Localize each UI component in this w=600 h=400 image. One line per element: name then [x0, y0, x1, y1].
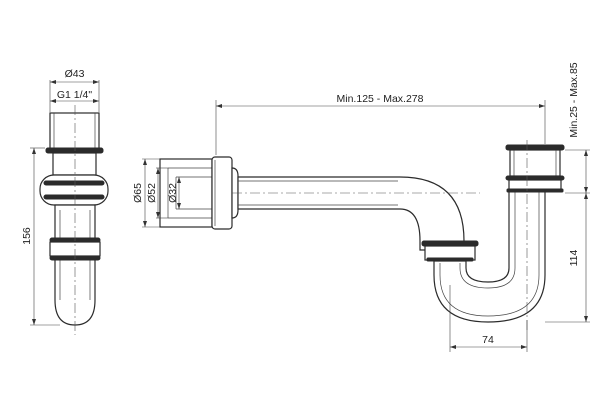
- wall-dimensions: Ø65 Ø52 Ø32: [132, 158, 181, 228]
- side-view: [39, 105, 109, 335]
- side-dimensions: Ø43 G1 1/4" 156: [21, 68, 100, 326]
- siphon-front-view: [232, 140, 565, 330]
- side-rosette: [39, 174, 109, 206]
- dim-vertical-range: Min.25 - Max.85: [568, 62, 580, 137]
- side-top-nut: [49, 112, 100, 150]
- dim-horizontal-range: Min.125 - Max.278: [337, 93, 424, 105]
- dim-side-thread: G1 1/4": [57, 89, 93, 101]
- riser-top-nut: [509, 149, 561, 177]
- siphon-dimensions: Min.125 - Max.278 Min.25 - Max.85 114 74: [215, 62, 590, 352]
- riser-top-seal: [505, 144, 565, 151]
- dim-right-height: 114: [568, 249, 580, 266]
- horizontal-arm: [237, 176, 465, 251]
- dim-wall-inner: Ø32: [167, 183, 179, 203]
- side-upper-seal: [45, 147, 104, 154]
- dim-side-diameter: Ø43: [65, 68, 85, 80]
- dim-trap-width: 74: [482, 334, 494, 346]
- dim-wall-outer: Ø65: [132, 183, 144, 203]
- trap-inlet-seal: [421, 240, 479, 247]
- side-neck: [52, 152, 97, 176]
- dim-side-height: 156: [21, 227, 33, 245]
- u-bend: [433, 189, 546, 323]
- dim-wall-mid: Ø52: [146, 183, 158, 203]
